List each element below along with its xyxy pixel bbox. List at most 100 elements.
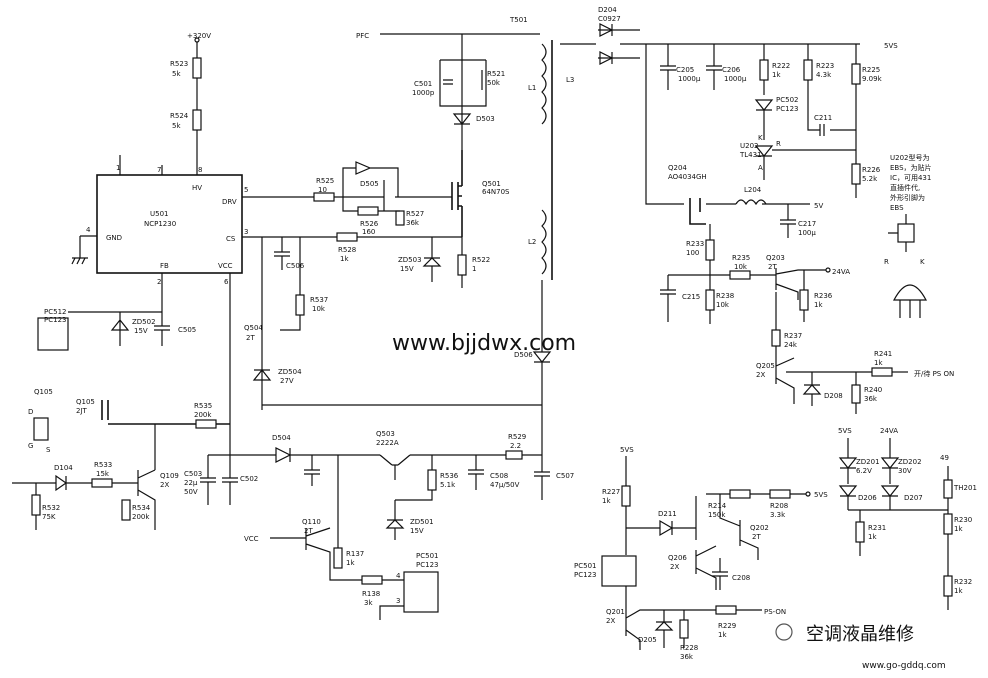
q206-label: Q206 — [668, 554, 687, 562]
r223-value: 4.3k — [816, 71, 832, 79]
r535-resistor — [195, 419, 217, 429]
watermark-url: www.bjjdwx.com — [392, 331, 576, 356]
r233-value: 100 — [686, 249, 699, 257]
r229-resistor — [715, 605, 737, 615]
r529-resistor — [505, 450, 523, 460]
r226-label: R226 — [862, 166, 881, 174]
zd202-value: 30V — [898, 467, 912, 475]
l2-winding — [541, 209, 547, 275]
pc512-optocoupler — [37, 317, 69, 351]
r238-label: R238 — [716, 292, 734, 300]
r525-resistor — [313, 192, 335, 202]
l2-label: L2 — [528, 238, 536, 246]
pc512-label: PC512 — [44, 308, 66, 316]
zd503-label: ZD503 — [398, 256, 422, 264]
u202-label: U202 — [740, 142, 758, 150]
r524-resistor — [192, 109, 202, 131]
r235-value: 10k — [734, 263, 748, 271]
in-5vs-label: 5VS — [620, 446, 634, 454]
in-5vs2-label: 5VS — [838, 427, 852, 435]
q503-part: 2222A — [376, 439, 399, 447]
r523-label: R523 — [170, 60, 188, 68]
u202-part: TL431 — [739, 151, 762, 159]
zd501-value: 15V — [410, 527, 424, 535]
d104-diode — [55, 474, 68, 492]
q206-part: 2X — [670, 563, 679, 571]
r526-value: 160 — [362, 228, 375, 236]
gnd-pin-label: GND — [106, 234, 122, 242]
r238-value: 10k — [716, 301, 730, 309]
d206-label: D206 — [858, 494, 877, 502]
zd202-label: ZD202 — [898, 458, 922, 466]
c503-label: C503 — [184, 470, 202, 478]
r529-value: 2.2 — [510, 442, 521, 450]
r230-value: 1k — [954, 525, 963, 533]
l204-inductor — [735, 199, 767, 206]
r231-label: R231 — [868, 524, 886, 532]
r237-resistor — [771, 329, 781, 347]
5vs-output-section: D204 C0927 C205 1000μ C206 1000μ R222 1k… — [560, 6, 954, 414]
r222-value: 1k — [772, 71, 781, 79]
r522-value: 1 — [472, 265, 476, 273]
ps-gn-label: PS-ON — [764, 608, 786, 616]
r528-label: R528 — [338, 246, 356, 254]
pc501-pin4: 4 — [396, 572, 401, 580]
r533-label: R533 — [94, 461, 112, 469]
r232-resistor — [943, 575, 953, 597]
r241-label: R241 — [874, 350, 892, 358]
fb-pin-label: FB — [160, 262, 169, 270]
c217-label: C217 — [798, 220, 816, 228]
zd503-value: 15V — [400, 265, 414, 273]
zd501-label: ZD501 — [410, 518, 434, 526]
r537-label: R537 — [310, 296, 328, 304]
hv-pin-label: HV — [192, 184, 202, 192]
r208-value: 3.3k — [770, 511, 786, 519]
c208-label: C208 — [732, 574, 750, 582]
r533-resistor — [91, 478, 113, 488]
u202-a: A — [758, 164, 763, 172]
r532-resistor — [31, 494, 41, 516]
brand-site: www.go-gddq.com — [862, 661, 946, 671]
r537-resistor — [295, 294, 305, 316]
r225-resistor — [851, 63, 861, 85]
q504-label: Q504 — [244, 324, 263, 332]
r223-label: R223 — [816, 62, 834, 70]
r241-value: 1k — [874, 359, 883, 367]
r235-resistor — [729, 270, 751, 280]
r222-label: R222 — [772, 62, 790, 70]
r236-value: 1k — [814, 301, 823, 309]
q205-part: 2X — [756, 371, 765, 379]
note-line6: EBS — [890, 204, 904, 212]
v320-label: +320V — [187, 32, 211, 40]
pc501-pin3: 3 — [396, 597, 400, 605]
d204-value: C0927 — [598, 15, 621, 23]
out-5v-label: 5V — [814, 202, 823, 210]
q204-label: Q204 — [668, 164, 687, 172]
wechat-icon — [775, 623, 793, 641]
pc502-label: PC502 — [776, 96, 798, 104]
r228-resistor — [679, 619, 689, 639]
r238-resistor — [705, 289, 715, 311]
c503-value2: 50V — [184, 488, 198, 496]
q109-part: 2X — [160, 481, 169, 489]
r527-resistor — [395, 210, 405, 226]
d211-diode — [659, 519, 674, 537]
r526-resistor — [357, 206, 379, 216]
r537-value: 10k — [312, 305, 326, 313]
q501-label: Q501 — [482, 180, 501, 188]
r235-label: R235 — [732, 254, 750, 262]
q202-part: 2T — [752, 533, 761, 541]
c205-value: 1000μ — [678, 75, 701, 83]
d204-label: D204 — [598, 6, 617, 14]
in-24va-label: 24VA — [880, 427, 898, 435]
r229-label: R229 — [718, 622, 736, 630]
r232-label: R232 — [954, 578, 972, 586]
u501-section: +320V R523 5k R524 5k U501 NCP1230 HV DR… — [12, 16, 574, 620]
d211-label: D211 — [658, 510, 677, 518]
out-5vs2-label: 5VS — [814, 491, 828, 499]
r228-label: R228 — [680, 644, 698, 652]
brand-text: 空调液晶维修 — [806, 624, 914, 645]
r214-label: R214 — [708, 502, 727, 510]
r525-value: 10 — [318, 186, 327, 194]
r532-label: R532 — [42, 504, 60, 512]
